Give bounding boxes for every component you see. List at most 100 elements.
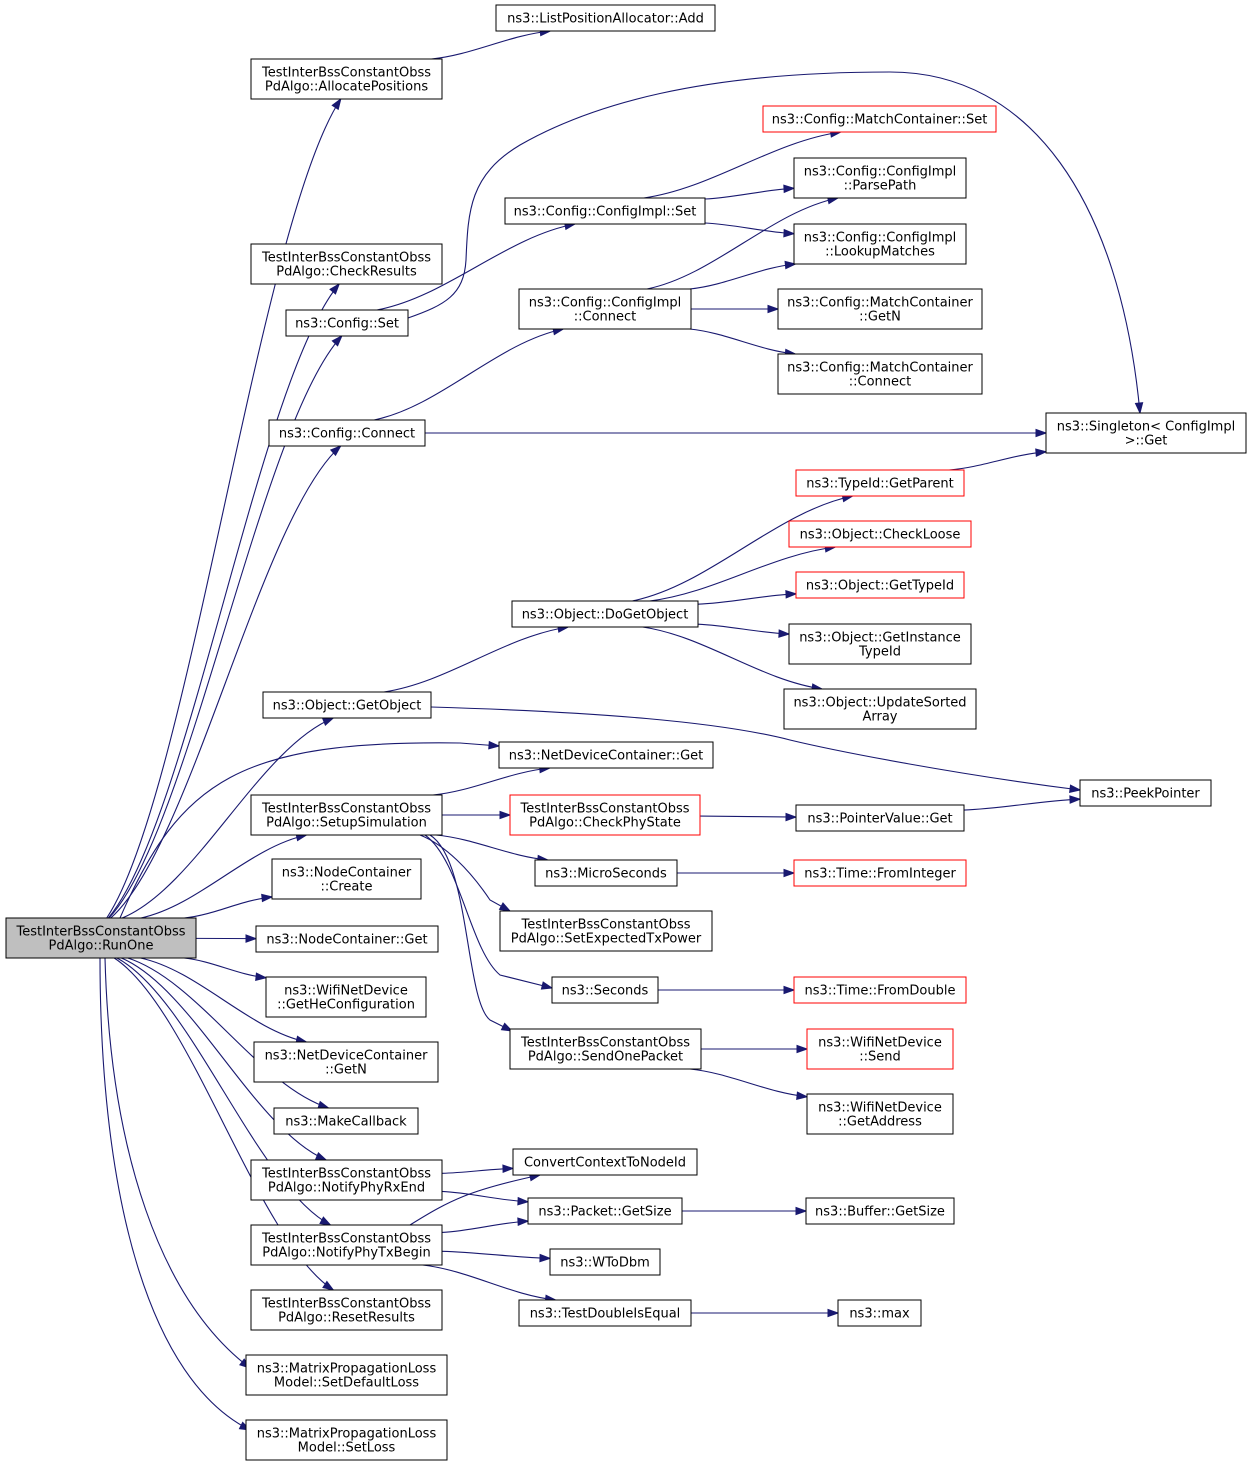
- node-label: ::Create: [321, 880, 373, 895]
- node-fromdouble[interactable]: ns3::Time::FromDouble: [793, 976, 967, 1004]
- node-max[interactable]: ns3::max: [837, 1299, 922, 1327]
- edge-runone-to-allocpos: [106, 97, 342, 919]
- edge-runone-to-checkresults: [107, 282, 341, 919]
- edge-configimplconnect-to-mcconnect: [689, 328, 797, 358]
- edge-runone-to-notifytxbegin: [116, 957, 332, 1226]
- node-label: ns3::TypeId::GetParent: [806, 477, 954, 492]
- node-label: ns3::Config::ConfigImpl: [529, 296, 682, 311]
- node-label: TestInterBssConstantObss: [261, 802, 431, 817]
- node-label: ns3::MakeCallback: [285, 1115, 407, 1130]
- edge-runone-to-setloss: [99, 957, 252, 1431]
- node-matchcontset[interactable]: ns3::Config::MatchContainer::Set: [762, 105, 997, 133]
- node-label: ns3::Config::ConfigImpl::Set: [514, 205, 697, 220]
- node-wtodbm[interactable]: ns3::WToDbm: [549, 1248, 661, 1276]
- node-wndgetaddr[interactable]: ns3::WifiNetDevice::GetAddress: [806, 1093, 954, 1135]
- node-label: TypeId: [858, 645, 901, 660]
- node-label: ns3::Time::FromDouble: [805, 984, 956, 999]
- node-checkphystate[interactable]: TestInterBssConstantObssPdAlgo::CheckPhy…: [509, 794, 701, 836]
- node-configimplset[interactable]: ns3::Config::ConfigImpl::Set: [504, 197, 706, 225]
- edge-setupsim-to-sendonepacket: [429, 834, 514, 1032]
- node-label: TestInterBssConstantObss: [261, 1297, 431, 1312]
- node-label: ::GetHeConfiguration: [277, 998, 415, 1013]
- node-ndcget[interactable]: ns3::NetDeviceContainer::Get: [498, 741, 714, 769]
- edge-configconnect-to-singletonget: [424, 428, 1048, 438]
- node-convctx[interactable]: ConvertContextToNodeId: [512, 1148, 698, 1176]
- node-mcgetn[interactable]: ns3::Config::MatchContainer::GetN: [777, 288, 983, 330]
- node-allocpos[interactable]: TestInterBssConstantObssPdAlgo::Allocate…: [250, 58, 443, 100]
- node-label: TestInterBssConstantObss: [261, 251, 431, 266]
- node-label: ns3::Object::DoGetObject: [522, 608, 689, 623]
- edge-seconds-to-fromdouble: [658, 985, 796, 995]
- edge-runone-to-getheconf: [183, 957, 268, 981]
- node-label: ::GetN: [325, 1063, 367, 1078]
- node-label: ::ParsePath: [844, 179, 917, 194]
- node-notifyrxend[interactable]: TestInterBssConstantObssPdAlgo::NotifyPh…: [250, 1159, 443, 1201]
- edge-runone-to-makecallback: [127, 957, 331, 1109]
- edge-runone-to-configset: [108, 334, 343, 919]
- node-checkloose[interactable]: ns3::Object::CheckLoose: [788, 520, 972, 548]
- edge-typeidgetparent-to-singletonget: [949, 448, 1048, 471]
- node-listadd[interactable]: ns3::ListPositionAllocator::Add: [495, 4, 716, 32]
- node-peekpointer[interactable]: ns3::PeekPointer: [1079, 779, 1212, 807]
- node-setdefaultloss[interactable]: ns3::MatrixPropagationLossModel::SetDefa…: [245, 1354, 448, 1396]
- node-buffergetsize[interactable]: ns3::Buffer::GetSize: [805, 1197, 955, 1225]
- node-label: ns3::WToDbm: [560, 1256, 650, 1271]
- node-nccreate[interactable]: ns3::NodeContainer::Create: [271, 858, 422, 900]
- node-label: ::LookupMatches: [825, 245, 935, 260]
- node-label: ns3::MatrixPropagationLoss: [257, 1427, 437, 1442]
- edge-notifyrxend-to-packetgetsize: [441, 1190, 530, 1206]
- node-getheconf[interactable]: ns3::WifiNetDevice::GetHeConfiguration: [265, 976, 427, 1018]
- node-notifytxbegin[interactable]: TestInterBssConstantObssPdAlgo::NotifyPh…: [250, 1224, 443, 1266]
- node-label: PdAlgo::SendOnePacket: [528, 1050, 683, 1065]
- node-seconds[interactable]: ns3::Seconds: [551, 976, 659, 1004]
- node-lookupmatches[interactable]: ns3::Config::ConfigImpl::LookupMatches: [793, 223, 967, 265]
- node-ndcgetn[interactable]: ns3::NetDeviceContainer::GetN: [253, 1041, 439, 1083]
- node-label: ns3::PeekPointer: [1091, 787, 1200, 802]
- node-setexptx[interactable]: TestInterBssConstantObssPdAlgo::SetExpec…: [499, 910, 713, 952]
- node-label: TestInterBssConstantObss: [261, 66, 431, 81]
- edge-configset-to-singletonget: [407, 71, 1144, 415]
- node-pointervalueget[interactable]: ns3::PointerValue::Get: [795, 804, 965, 832]
- node-wndsend[interactable]: ns3::WifiNetDevice::Send: [806, 1028, 954, 1070]
- edge-setupsim-to-ndcget: [432, 764, 552, 796]
- node-makecallback[interactable]: ns3::MakeCallback: [273, 1107, 419, 1135]
- node-label: ns3::Object::GetInstance: [799, 631, 961, 646]
- node-singletonget[interactable]: ns3::Singleton< ConfigImpl>::Get: [1045, 412, 1247, 454]
- node-setupsim[interactable]: TestInterBssConstantObssPdAlgo::SetupSim…: [250, 794, 443, 836]
- node-ncget[interactable]: ns3::NodeContainer::Get: [255, 925, 439, 953]
- node-checkresults[interactable]: TestInterBssConstantObssPdAlgo::CheckRes…: [250, 243, 443, 285]
- node-configconnect[interactable]: ns3::Config::Connect: [268, 419, 426, 447]
- node-testdouble[interactable]: ns3::TestDoubleIsEqual: [518, 1299, 692, 1327]
- edge-configimplset-to-lookupmatches: [704, 222, 796, 238]
- node-configimplconnect[interactable]: ns3::Config::ConfigImpl::Connect: [518, 288, 692, 330]
- node-label: ::Connect: [849, 375, 912, 390]
- node-typeidgetparent[interactable]: ns3::TypeId::GetParent: [795, 469, 965, 497]
- node-gettypeid[interactable]: ns3::Object::GetTypeId: [795, 571, 965, 599]
- node-mcconnect[interactable]: ns3::Config::MatchContainer::Connect: [777, 353, 983, 395]
- node-packetgetsize[interactable]: ns3::Packet::GetSize: [527, 1197, 683, 1225]
- node-dogetobject[interactable]: ns3::Object::DoGetObject: [511, 600, 699, 628]
- node-fromint[interactable]: ns3::Time::FromInteger: [793, 859, 967, 887]
- node-label: ns3::MatrixPropagationLoss: [257, 1362, 437, 1377]
- node-sendonepacket[interactable]: TestInterBssConstantObssPdAlgo::SendOneP…: [509, 1028, 702, 1070]
- node-microseconds[interactable]: ns3::MicroSeconds: [534, 859, 678, 887]
- node-label: ns3::WifiNetDevice: [818, 1101, 942, 1116]
- node-configset[interactable]: ns3::Config::Set: [285, 309, 409, 337]
- edge-checkphystate-to-pointervalueget: [699, 812, 798, 822]
- node-label: Model::SetLoss: [298, 1441, 396, 1456]
- node-getobject[interactable]: ns3::Object::GetObject: [262, 691, 432, 719]
- edge-runone-to-ndcget: [119, 740, 501, 919]
- edge-dogetobject-to-getinstancetypeid: [697, 623, 791, 638]
- node-label: ns3::Config::Set: [295, 317, 399, 332]
- node-parsepath[interactable]: ns3::Config::ConfigImpl::ParsePath: [793, 157, 967, 199]
- node-resetresults[interactable]: TestInterBssConstantObssPdAlgo::ResetRes…: [250, 1289, 443, 1331]
- node-label: TestInterBssConstantObss: [15, 925, 185, 940]
- edge-setupsim-to-checkphystate: [442, 810, 512, 820]
- node-label: ns3::Config::MatchContainer: [787, 361, 973, 376]
- node-label: ns3::Singleton< ConfigImpl: [1057, 420, 1235, 435]
- node-label: PdAlgo::SetExpectedTxPower: [511, 932, 702, 947]
